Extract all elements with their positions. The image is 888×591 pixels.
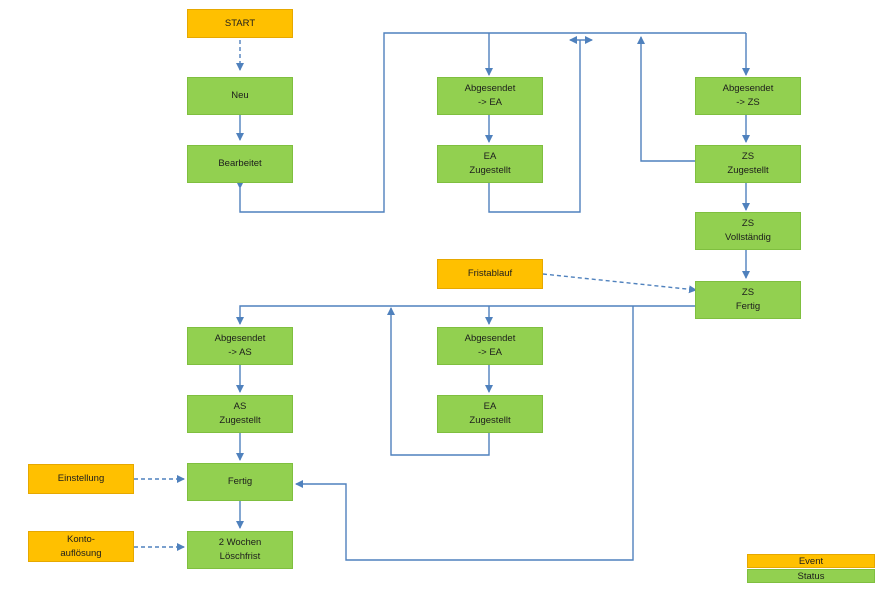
status-abgesendet-ea-bottom: Abgesendet -> EA <box>437 327 543 365</box>
legend-event: Event <box>747 554 875 568</box>
status-abgesendet-as: Abgesendet -> AS <box>187 327 293 365</box>
arrow-ea-top-return <box>488 40 581 213</box>
arrow-zs-fertig-to-fertig <box>295 306 634 561</box>
event-fristablauf: Fristablauf <box>437 259 543 289</box>
status-abgesendet-zs: Abgesendet -> ZS <box>695 77 801 115</box>
status-as-zugestellt: AS Zugestellt <box>187 395 293 433</box>
event-kontoaufloesung: Konto- auflösung <box>28 531 134 562</box>
status-ea-zugestellt-bottom: EA Zugestellt <box>437 395 543 433</box>
status-bearbeitet: Bearbeitet <box>187 145 293 183</box>
status-loeschfrist: 2 Wochen Löschfrist <box>187 531 293 569</box>
arrow-bearbeitet-loop <box>236 32 746 213</box>
status-zs-vollstaendig: ZS Vollständig <box>695 212 801 250</box>
arrow-fristablauf-zs-fertig <box>542 273 697 294</box>
event-einstellung: Einstellung <box>28 464 134 494</box>
status-abgesendet-ea-top: Abgesendet -> EA <box>437 77 543 115</box>
status-ea-zugestellt-top: EA Zugestellt <box>437 145 543 183</box>
status-zs-zugestellt: ZS Zugestellt <box>695 145 801 183</box>
status-fertig: Fertig <box>187 463 293 501</box>
event-start: START <box>187 9 293 38</box>
status-neu: Neu <box>187 77 293 115</box>
arrow-zs-fertig-split <box>236 305 697 325</box>
arrow-ea-bottom-return <box>387 307 490 456</box>
status-zs-fertig: ZS Fertig <box>695 281 801 319</box>
arrow-zs-zugestellt-return <box>637 36 697 162</box>
legend-status: Status <box>747 569 875 583</box>
